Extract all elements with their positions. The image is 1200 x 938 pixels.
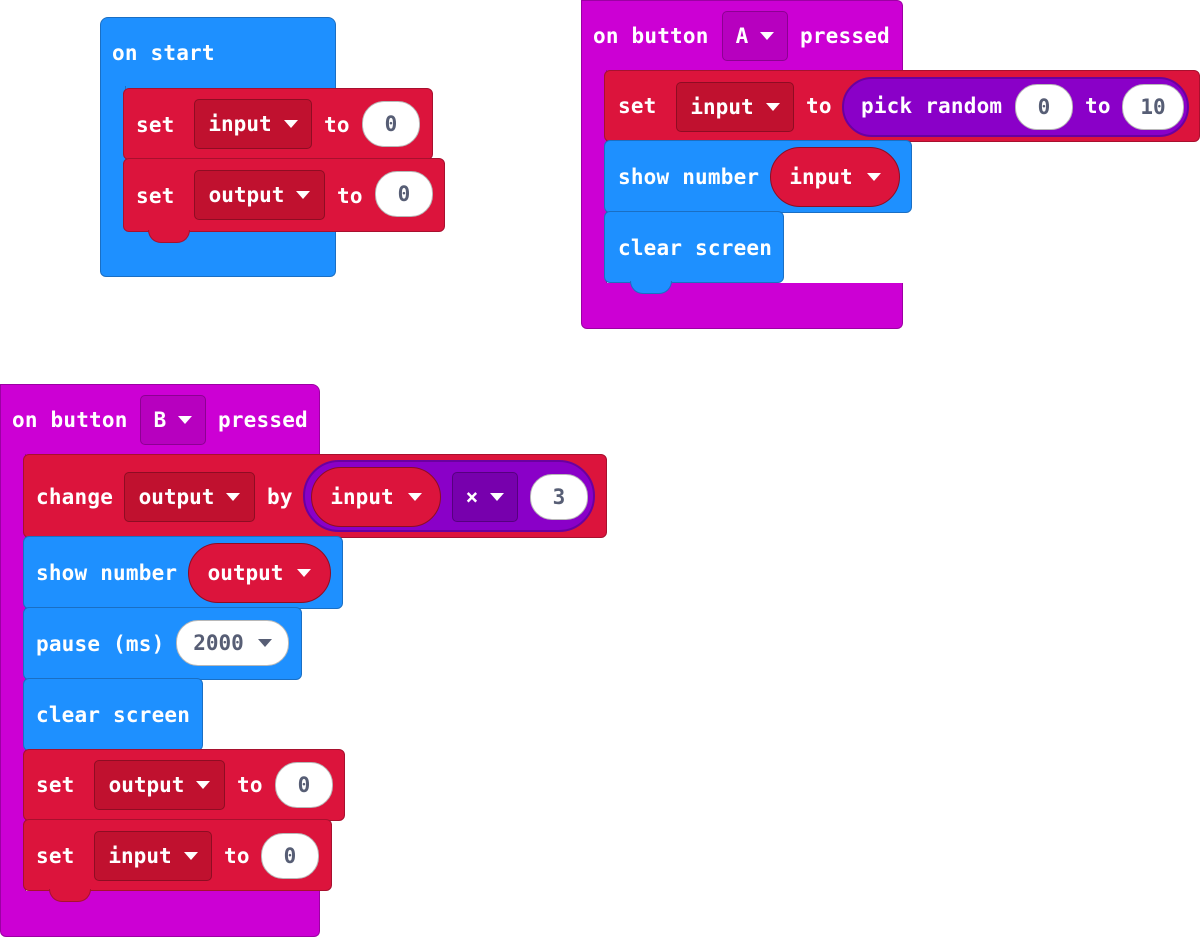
clear-screen-label: clear screen (618, 236, 773, 260)
by-label: by (267, 485, 293, 509)
chevron-down-icon (178, 416, 193, 424)
chevron-down-icon (297, 569, 312, 577)
random-to-input[interactable]: 10 (1122, 84, 1184, 130)
chevron-down-icon (257, 639, 272, 647)
variable-dropdown-input[interactable]: input (194, 99, 312, 149)
number-input[interactable]: 0 (362, 101, 420, 147)
chevron-down-icon (226, 493, 241, 501)
variable-dropdown-output[interactable]: output (94, 760, 225, 810)
button-dropdown-a[interactable]: A (722, 11, 788, 61)
set-keyword: set (618, 94, 657, 118)
operator-dropdown[interactable]: × (452, 472, 518, 522)
to-label: to (806, 94, 832, 118)
number-input[interactable]: 3 (530, 474, 588, 520)
variable-reporter-output[interactable]: output (188, 543, 331, 603)
chevron-down-icon (765, 103, 780, 111)
clear-screen-block[interactable] (604, 211, 784, 283)
change-keyword: change (36, 485, 114, 509)
to-label: to (1085, 94, 1111, 118)
number-input[interactable]: 0 (275, 762, 333, 808)
hat-label: on button (12, 408, 128, 432)
chevron-down-icon (760, 32, 775, 40)
pick-random-label: pick random (861, 94, 1003, 118)
to-label: to (224, 844, 250, 868)
pause-label: pause (ms) (36, 632, 165, 656)
to-label: to (237, 773, 263, 797)
hat-label-pressed: pressed (218, 408, 308, 432)
pause-duration-dropdown[interactable]: 2000 (176, 620, 289, 666)
chevron-down-icon (283, 120, 298, 128)
clear-screen-label: clear screen (36, 703, 191, 727)
chevron-down-icon (407, 493, 422, 501)
show-number-label: show number (618, 165, 760, 189)
hat-label-pressed: pressed (800, 24, 890, 48)
set-keyword: set (136, 184, 175, 208)
number-input[interactable]: 0 (375, 171, 433, 217)
variable-dropdown-input[interactable]: input (94, 831, 212, 881)
hat-label: on button (593, 24, 709, 48)
to-label: to (324, 113, 350, 137)
variable-reporter-input[interactable]: input (311, 467, 441, 527)
number-input[interactable]: 0 (261, 833, 319, 879)
button-dropdown-b[interactable]: B (140, 395, 206, 445)
chevron-down-icon (490, 493, 505, 501)
chevron-down-icon (183, 852, 198, 860)
set-keyword: set (36, 773, 75, 797)
variable-dropdown-input[interactable]: input (676, 82, 794, 132)
set-keyword: set (36, 844, 75, 868)
chevron-down-icon (296, 191, 311, 199)
to-label: to (337, 184, 363, 208)
set-keyword: set (136, 113, 175, 137)
variable-dropdown-output[interactable]: output (194, 170, 325, 220)
chevron-down-icon (866, 173, 881, 181)
variable-reporter-input[interactable]: input (770, 147, 900, 207)
chevron-down-icon (196, 781, 211, 789)
show-number-label: show number (36, 561, 178, 585)
on-start-label: on start (112, 41, 215, 65)
variable-dropdown-output[interactable]: output (124, 472, 255, 522)
random-from-input[interactable]: 0 (1015, 84, 1073, 130)
